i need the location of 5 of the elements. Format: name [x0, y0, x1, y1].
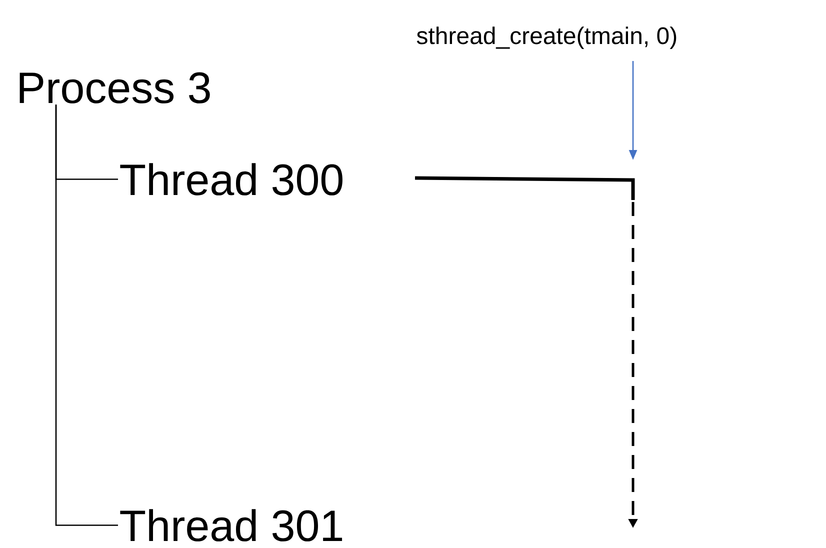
tree-connector [55, 104, 118, 526]
tree-label: Thread 300 [120, 163, 342, 196]
function-call-label: sthread_create(tmain, 0) [416, 26, 676, 49]
tree-label: Process 3 [20, 72, 210, 104]
tree-label: Thread 301 [120, 509, 342, 542]
